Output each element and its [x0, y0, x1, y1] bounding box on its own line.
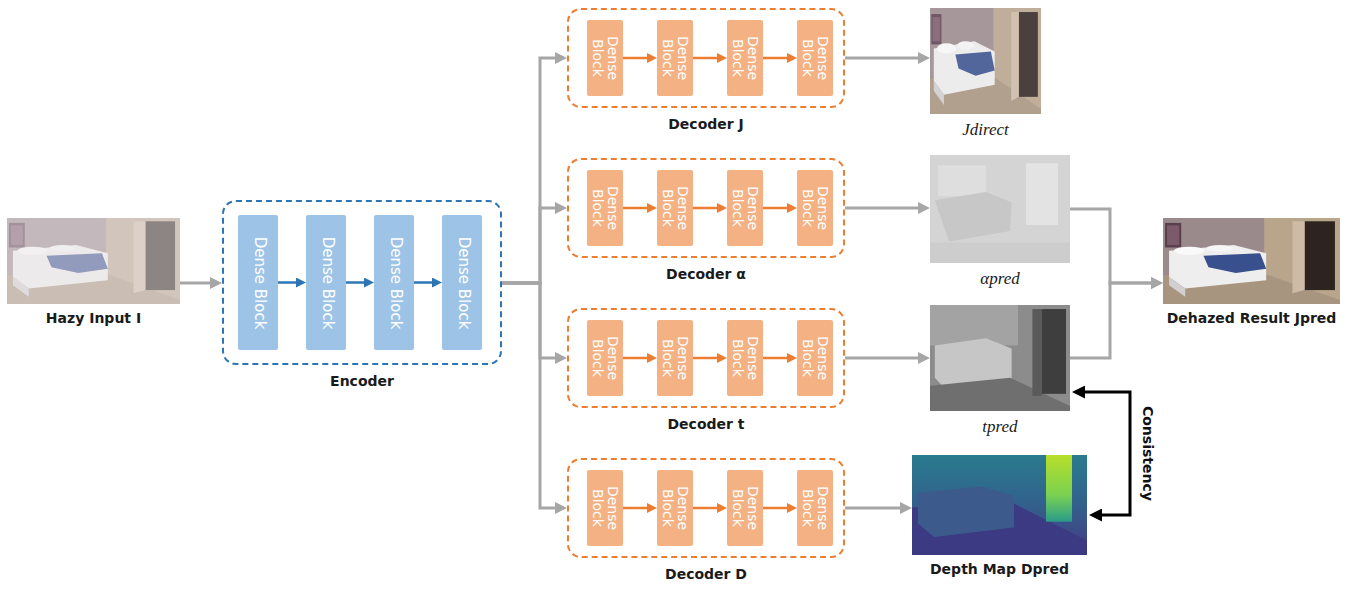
- block-label: Dense Block: [727, 20, 763, 96]
- connector-arrow: [1070, 209, 1156, 283]
- node-label: Decoder t: [667, 416, 744, 433]
- connector-arrow: [845, 207, 923, 210]
- dense-block: Dense Block: [306, 215, 346, 350]
- dense-block: Dense Block: [797, 20, 833, 96]
- decoder-group: Dense Block Dense Block Dense Block Dense B…: [567, 308, 845, 408]
- connector-arrow: [502, 208, 560, 283]
- node-label: Decoder J: [668, 116, 744, 133]
- dense-block: Dense Block: [727, 170, 763, 246]
- connector-arrow: [693, 207, 721, 210]
- connector-arrow: [845, 57, 923, 60]
- connector-arrow: [1070, 283, 1156, 358]
- node-label: Decoder D: [665, 566, 747, 583]
- block-label: Dense Block: [238, 215, 278, 350]
- block-label: Dense Block: [657, 320, 693, 396]
- dense-block: Dense Block: [727, 20, 763, 96]
- image-panel: Hazy Input I: [7, 218, 180, 304]
- connector-arrow: [763, 357, 791, 360]
- node-label: tpred: [982, 417, 1017, 437]
- depth-map: [912, 455, 1087, 555]
- connector-arrow: [623, 207, 651, 210]
- image-panel: Jdirect: [930, 8, 1041, 114]
- block-label: Dense Block: [306, 215, 346, 350]
- connector-arrow: [693, 357, 721, 360]
- node-label: αpred: [980, 269, 1019, 289]
- connector-arrow: [346, 281, 368, 284]
- block-label: Dense Block: [727, 470, 763, 546]
- block-label: Dense Block: [442, 215, 482, 350]
- connector-arrow: [623, 57, 651, 60]
- encoder-group: Dense Block Dense Block Dense Block Dense B…: [222, 200, 502, 365]
- decoder-group: Dense Block Dense Block Dense Block Dense B…: [567, 458, 845, 558]
- dense-block: Dense Block: [727, 320, 763, 396]
- node-label: Dehazed Result Jpred: [1167, 310, 1337, 327]
- block-label: Dense Block: [797, 20, 833, 96]
- dense-block: Dense Block: [374, 215, 414, 350]
- connector-arrow: [502, 283, 560, 508]
- connector-arrow: [623, 507, 651, 510]
- dense-block: Dense Block: [587, 470, 623, 546]
- hazy-photo: [7, 218, 180, 304]
- connector-arrow: [845, 357, 923, 360]
- dense-block: Dense Block: [442, 215, 482, 350]
- block-label: Dense Block: [727, 320, 763, 396]
- dense-block: Dense Block: [657, 320, 693, 396]
- image-panel: Dehazed Result Jpred: [1163, 218, 1340, 304]
- node-label: Jdirect: [962, 120, 1009, 140]
- dense-block: Dense Block: [587, 20, 623, 96]
- dense-block: Dense Block: [238, 215, 278, 350]
- block-label: Dense Block: [587, 170, 623, 246]
- decoder-group: Dense Block Dense Block Dense Block Dense B…: [567, 158, 845, 258]
- dense-block: Dense Block: [587, 320, 623, 396]
- image-panel: Depth Map Dpred: [912, 455, 1087, 555]
- connector-arrow: [763, 207, 791, 210]
- alpha-map: [930, 155, 1070, 263]
- haze-overlay: [930, 8, 1041, 114]
- connector-arrow: [278, 281, 300, 284]
- connector-arrow: [845, 507, 905, 510]
- connector-arrow: [763, 507, 791, 510]
- decoder-group: Dense Block Dense Block Dense Block Dense B…: [567, 8, 845, 108]
- dense-block: Dense Block: [587, 170, 623, 246]
- connector-arrow: [1080, 392, 1130, 515]
- image-panel: tpred: [930, 305, 1070, 411]
- block-label: Dense Block: [374, 215, 414, 350]
- dense-block: Dense Block: [657, 170, 693, 246]
- block-label: Dense Block: [727, 170, 763, 246]
- image-panel: αpred: [930, 155, 1070, 263]
- connector-arrow: [502, 283, 560, 358]
- node-label: Encoder: [330, 373, 394, 390]
- block-label: Dense Block: [587, 470, 623, 546]
- block-label: Dense Block: [797, 470, 833, 546]
- connector-arrow: [502, 58, 560, 283]
- block-label: Dense Block: [587, 20, 623, 96]
- haze-overlay: [7, 218, 180, 304]
- dense-block: Dense Block: [797, 320, 833, 396]
- node-label: Decoder α: [666, 266, 746, 283]
- node-label: Depth Map Dpred: [930, 561, 1069, 578]
- connector-arrow: [693, 507, 721, 510]
- block-label: Dense Block: [797, 170, 833, 246]
- transmission-map: [930, 305, 1070, 411]
- block-label: Dense Block: [657, 170, 693, 246]
- block-label: Dense Block: [587, 320, 623, 396]
- edge-label: Consistency: [1139, 404, 1156, 503]
- dense-block: Dense Block: [657, 470, 693, 546]
- dense-block: Dense Block: [797, 170, 833, 246]
- connector-arrow: [693, 57, 721, 60]
- connector-arrow: [623, 357, 651, 360]
- direct-photo: [930, 8, 1041, 114]
- node-label: Hazy Input I: [46, 310, 141, 327]
- block-label: Dense Block: [657, 20, 693, 96]
- dehazed-photo: [1163, 218, 1340, 304]
- dense-block: Dense Block: [657, 20, 693, 96]
- dense-block: Dense Block: [727, 470, 763, 546]
- block-label: Dense Block: [657, 470, 693, 546]
- block-label: Dense Block: [797, 320, 833, 396]
- connector-arrow: [414, 281, 436, 284]
- dense-block: Dense Block: [797, 470, 833, 546]
- connector-arrow: [180, 282, 215, 285]
- connector-arrow: [763, 57, 791, 60]
